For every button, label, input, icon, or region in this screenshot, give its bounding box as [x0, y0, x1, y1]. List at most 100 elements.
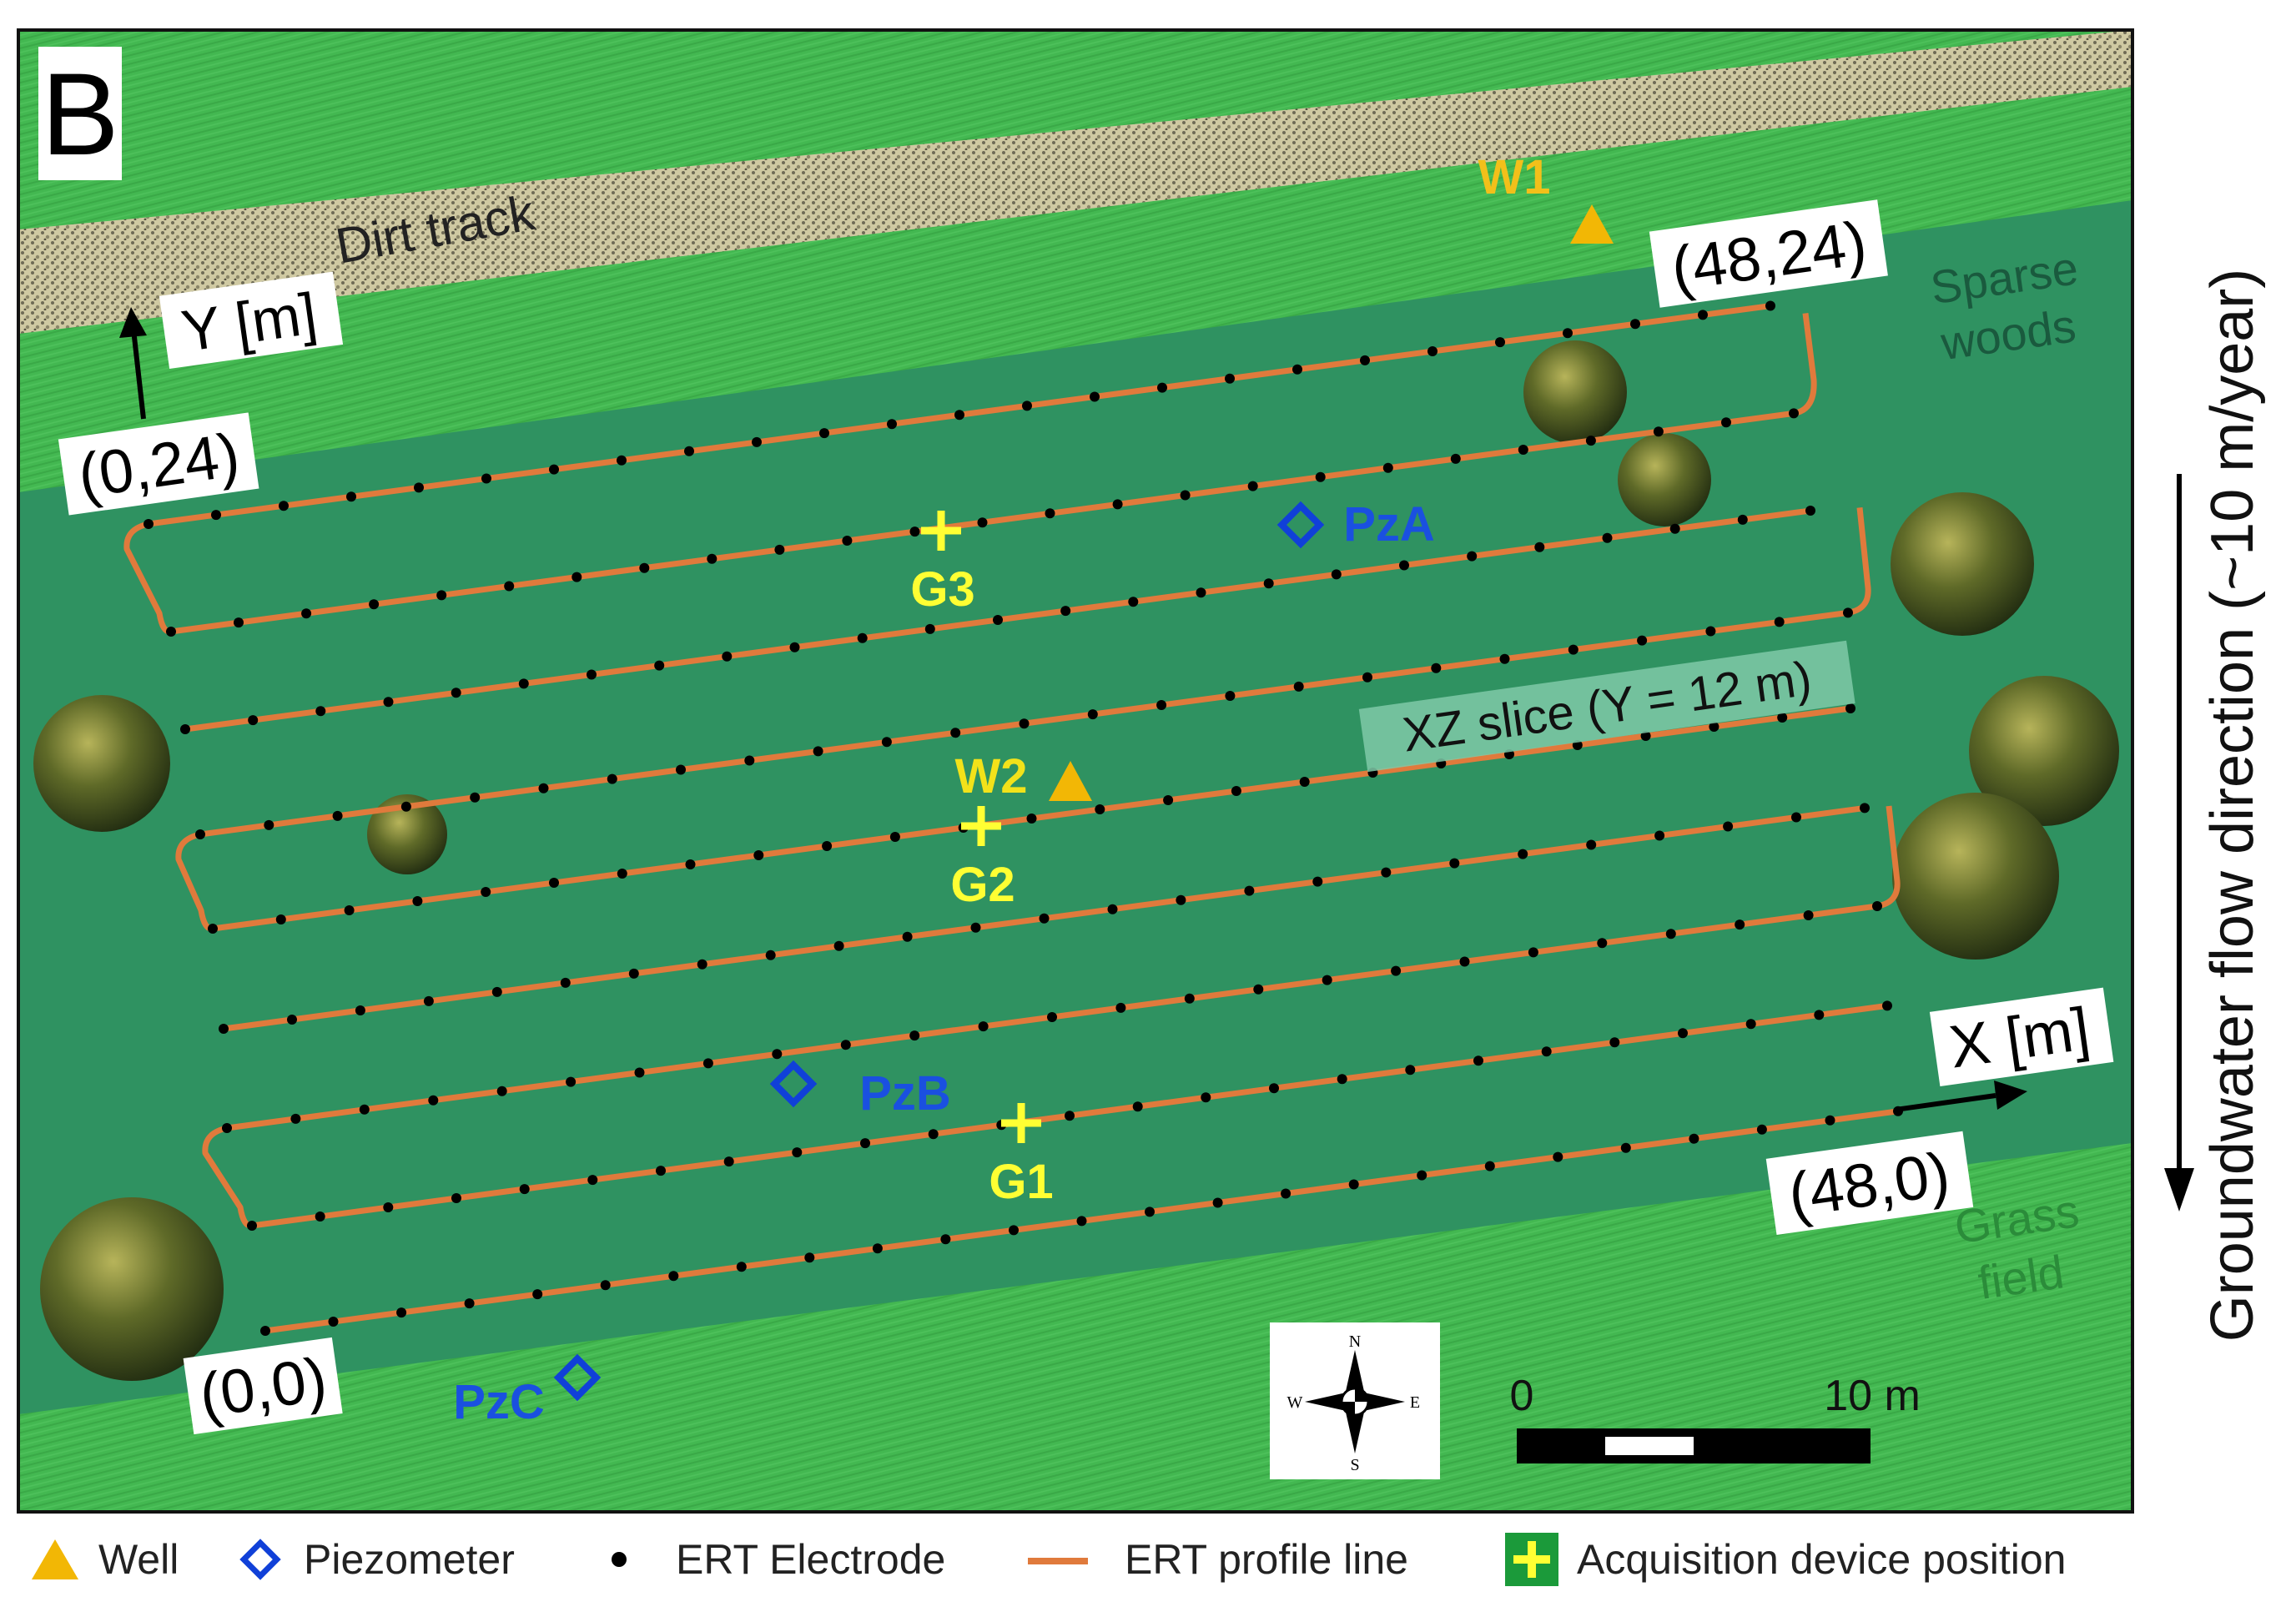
ert-electrode [234, 617, 244, 628]
flow-direction-label: Groundwater flow direction (~10 m/year) [2199, 269, 2266, 1342]
ert-electrode [1156, 700, 1167, 710]
ert-electrode [881, 737, 892, 748]
ert-electrode [1299, 777, 1310, 787]
ert-electrode [1348, 1179, 1359, 1190]
ert-electrode [722, 651, 733, 662]
ert-electrode [789, 642, 800, 652]
profile-line-icon [1028, 1558, 1088, 1564]
ert-electrode [359, 1104, 370, 1115]
ert-electrode [1597, 938, 1608, 949]
ert-electrode [369, 599, 380, 610]
piezometer-icon [769, 1060, 818, 1108]
ert-electrode [1737, 514, 1748, 525]
ert-electrode [1777, 713, 1788, 723]
piezometer-icon [1276, 501, 1325, 549]
piezometer-pza-label: PzA [1343, 497, 1435, 552]
ert-electrode [451, 1193, 461, 1203]
ert-electrode [1609, 1037, 1620, 1048]
ert-electrode [1163, 795, 1174, 805]
scale-bar-start-label: 0 [1510, 1372, 1534, 1420]
ert-electrode [887, 419, 897, 430]
legend: Well Piezometer ERT Electrode ERT profil… [0, 1512, 2296, 1612]
ert-electrode [1723, 821, 1734, 832]
device-cross-icon [921, 511, 961, 551]
ert-electrode [970, 922, 981, 933]
ert-electrode [346, 491, 356, 502]
ert-electrode [1019, 718, 1030, 729]
ert-electrode [1518, 445, 1528, 455]
piezometer-icon [553, 1353, 602, 1402]
ert-electrode [1060, 606, 1071, 617]
ert-electrode [1860, 803, 1870, 814]
ert-electrode [1698, 310, 1708, 320]
ert-electrode [464, 1298, 475, 1309]
ert-electrode [587, 669, 597, 680]
ert-electrode [1774, 617, 1785, 627]
ert-electrode [571, 572, 582, 582]
piezometer-pzb: PzB [769, 1060, 951, 1121]
device-g3: G3 [910, 511, 975, 617]
compass-s: S [1350, 1456, 1359, 1474]
ert-electrode [519, 1184, 530, 1195]
electrode-icon [612, 1552, 627, 1567]
ert-electrode [1132, 1101, 1143, 1112]
well-w2: W2 [955, 749, 1092, 803]
ert-electrode [774, 544, 785, 555]
ert-electrode [765, 950, 776, 960]
tree-icon [40, 1197, 224, 1381]
ert-electrode [1180, 490, 1191, 501]
ert-electrode [1212, 1197, 1223, 1208]
ert-electrode [736, 1262, 747, 1272]
ert-electrode [518, 678, 529, 689]
ert-electrode [697, 959, 707, 970]
ert-electrode [1689, 1133, 1699, 1144]
ert-electrode [279, 501, 289, 511]
ert-electrode [1244, 885, 1255, 896]
trees [33, 340, 2119, 1381]
ert-electrode [436, 590, 447, 601]
ert-electrode [1225, 373, 1235, 384]
ert-electrode [1653, 426, 1664, 437]
legend-well: Well [30, 1530, 179, 1589]
y-axis-arrowhead [119, 307, 147, 338]
ert-electrode [1872, 901, 1882, 911]
ert-electrode [1843, 607, 1853, 618]
ert-electrode [1322, 975, 1332, 985]
ert-electrode [1047, 1012, 1057, 1022]
ert-electrode [1253, 984, 1264, 995]
ert-electrode [707, 553, 718, 564]
ert-electrode [481, 887, 491, 897]
ert-electrode [260, 1326, 270, 1336]
ert-electrode [566, 1076, 577, 1087]
ert-electrode [902, 931, 913, 942]
ert-electrode [772, 1049, 783, 1060]
ert-electrode [954, 410, 964, 421]
ert-electrode [1553, 1151, 1563, 1162]
ert-electrode [247, 1221, 257, 1231]
ert-electrode [1293, 681, 1304, 692]
ert-electrode [504, 581, 515, 592]
corner-label-origin: (0,0) [183, 1337, 343, 1435]
ert-electrode [549, 464, 559, 475]
device-cross-icon [1505, 1533, 1558, 1586]
ert-electrode [1709, 722, 1719, 732]
ert-electrode [1360, 355, 1370, 365]
ert-electrode [1585, 436, 1596, 446]
ert-electrode [1076, 1216, 1087, 1227]
ert-electrode [1586, 839, 1597, 850]
piezometer-pza: PzA [1276, 497, 1435, 552]
ert-electrode [607, 773, 617, 784]
ert-electrode [290, 1113, 301, 1124]
piezometer-pzc-label: PzC [453, 1375, 545, 1429]
ert-electrode [1665, 929, 1676, 939]
ert-electrode [744, 755, 755, 766]
ert-electrode [1745, 1019, 1756, 1030]
ert-electrode [414, 482, 424, 493]
ert-electrode [639, 562, 650, 573]
ert-electrode [1087, 709, 1098, 720]
ert-electrode [332, 810, 343, 821]
legend-piezometer-label: Piezometer [304, 1536, 515, 1583]
ert-electrode [1201, 1092, 1211, 1103]
ert-electrode [950, 728, 961, 738]
